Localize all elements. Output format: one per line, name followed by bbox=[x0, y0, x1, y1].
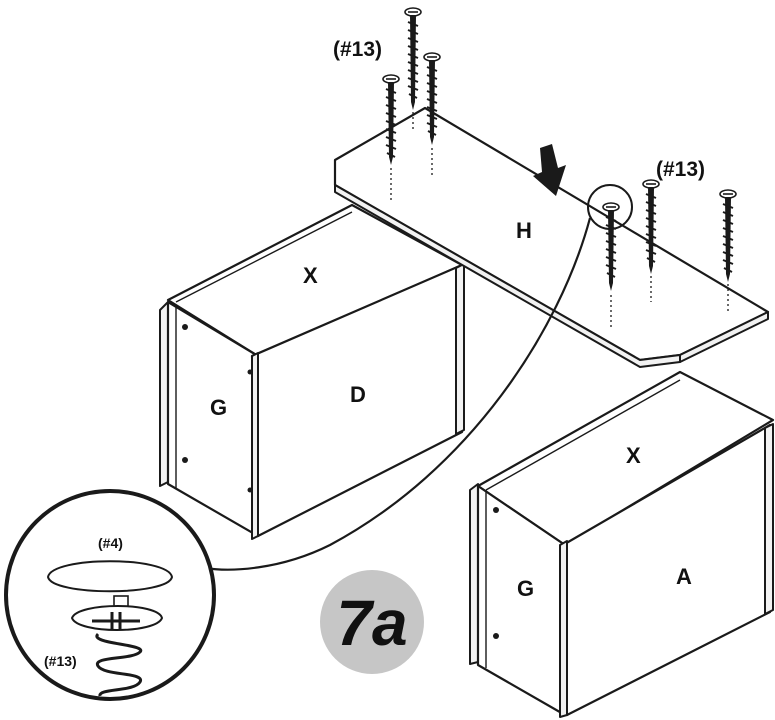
detail-screw-label: (#13) bbox=[44, 653, 77, 669]
screw-icon bbox=[382, 74, 400, 165]
down-arrow-icon bbox=[533, 144, 566, 196]
screw-icon bbox=[719, 189, 737, 282]
right-cabinet-top-label: X bbox=[626, 443, 641, 468]
detail-inset: (#4) (#13) bbox=[4, 489, 216, 701]
detail-cap-label: (#4) bbox=[98, 535, 123, 551]
top-panel-label: H bbox=[516, 218, 532, 243]
right-cabinet-front-label: A bbox=[676, 564, 692, 589]
right-cabinet: X G A bbox=[469, 370, 775, 718]
step-badge: 7a bbox=[320, 570, 424, 674]
screw-group-left: (#13) bbox=[333, 7, 441, 200]
top-panel-h: H bbox=[333, 106, 770, 368]
right-cabinet-side-label: G bbox=[517, 576, 534, 601]
screw-cap-icon bbox=[46, 560, 174, 593]
screw-icon bbox=[423, 52, 441, 145]
screw-icon bbox=[602, 202, 620, 291]
left-cabinet: X G D bbox=[159, 203, 465, 540]
screw-callout-left: (#13) bbox=[333, 38, 382, 61]
screw-group-right: (#13) bbox=[602, 158, 737, 328]
left-cabinet-top-label: X bbox=[303, 263, 318, 288]
magnifier-circle-icon bbox=[204, 184, 633, 571]
step-badge-circle bbox=[320, 570, 424, 674]
left-cabinet-side-label: G bbox=[210, 395, 227, 420]
screw-icon bbox=[642, 179, 660, 274]
screw-icon bbox=[404, 7, 422, 110]
screw-callout-right: (#13) bbox=[656, 158, 705, 181]
detail-circle bbox=[4, 489, 216, 701]
step-number: 7a bbox=[336, 587, 407, 659]
left-cabinet-front-label: D bbox=[350, 382, 366, 407]
